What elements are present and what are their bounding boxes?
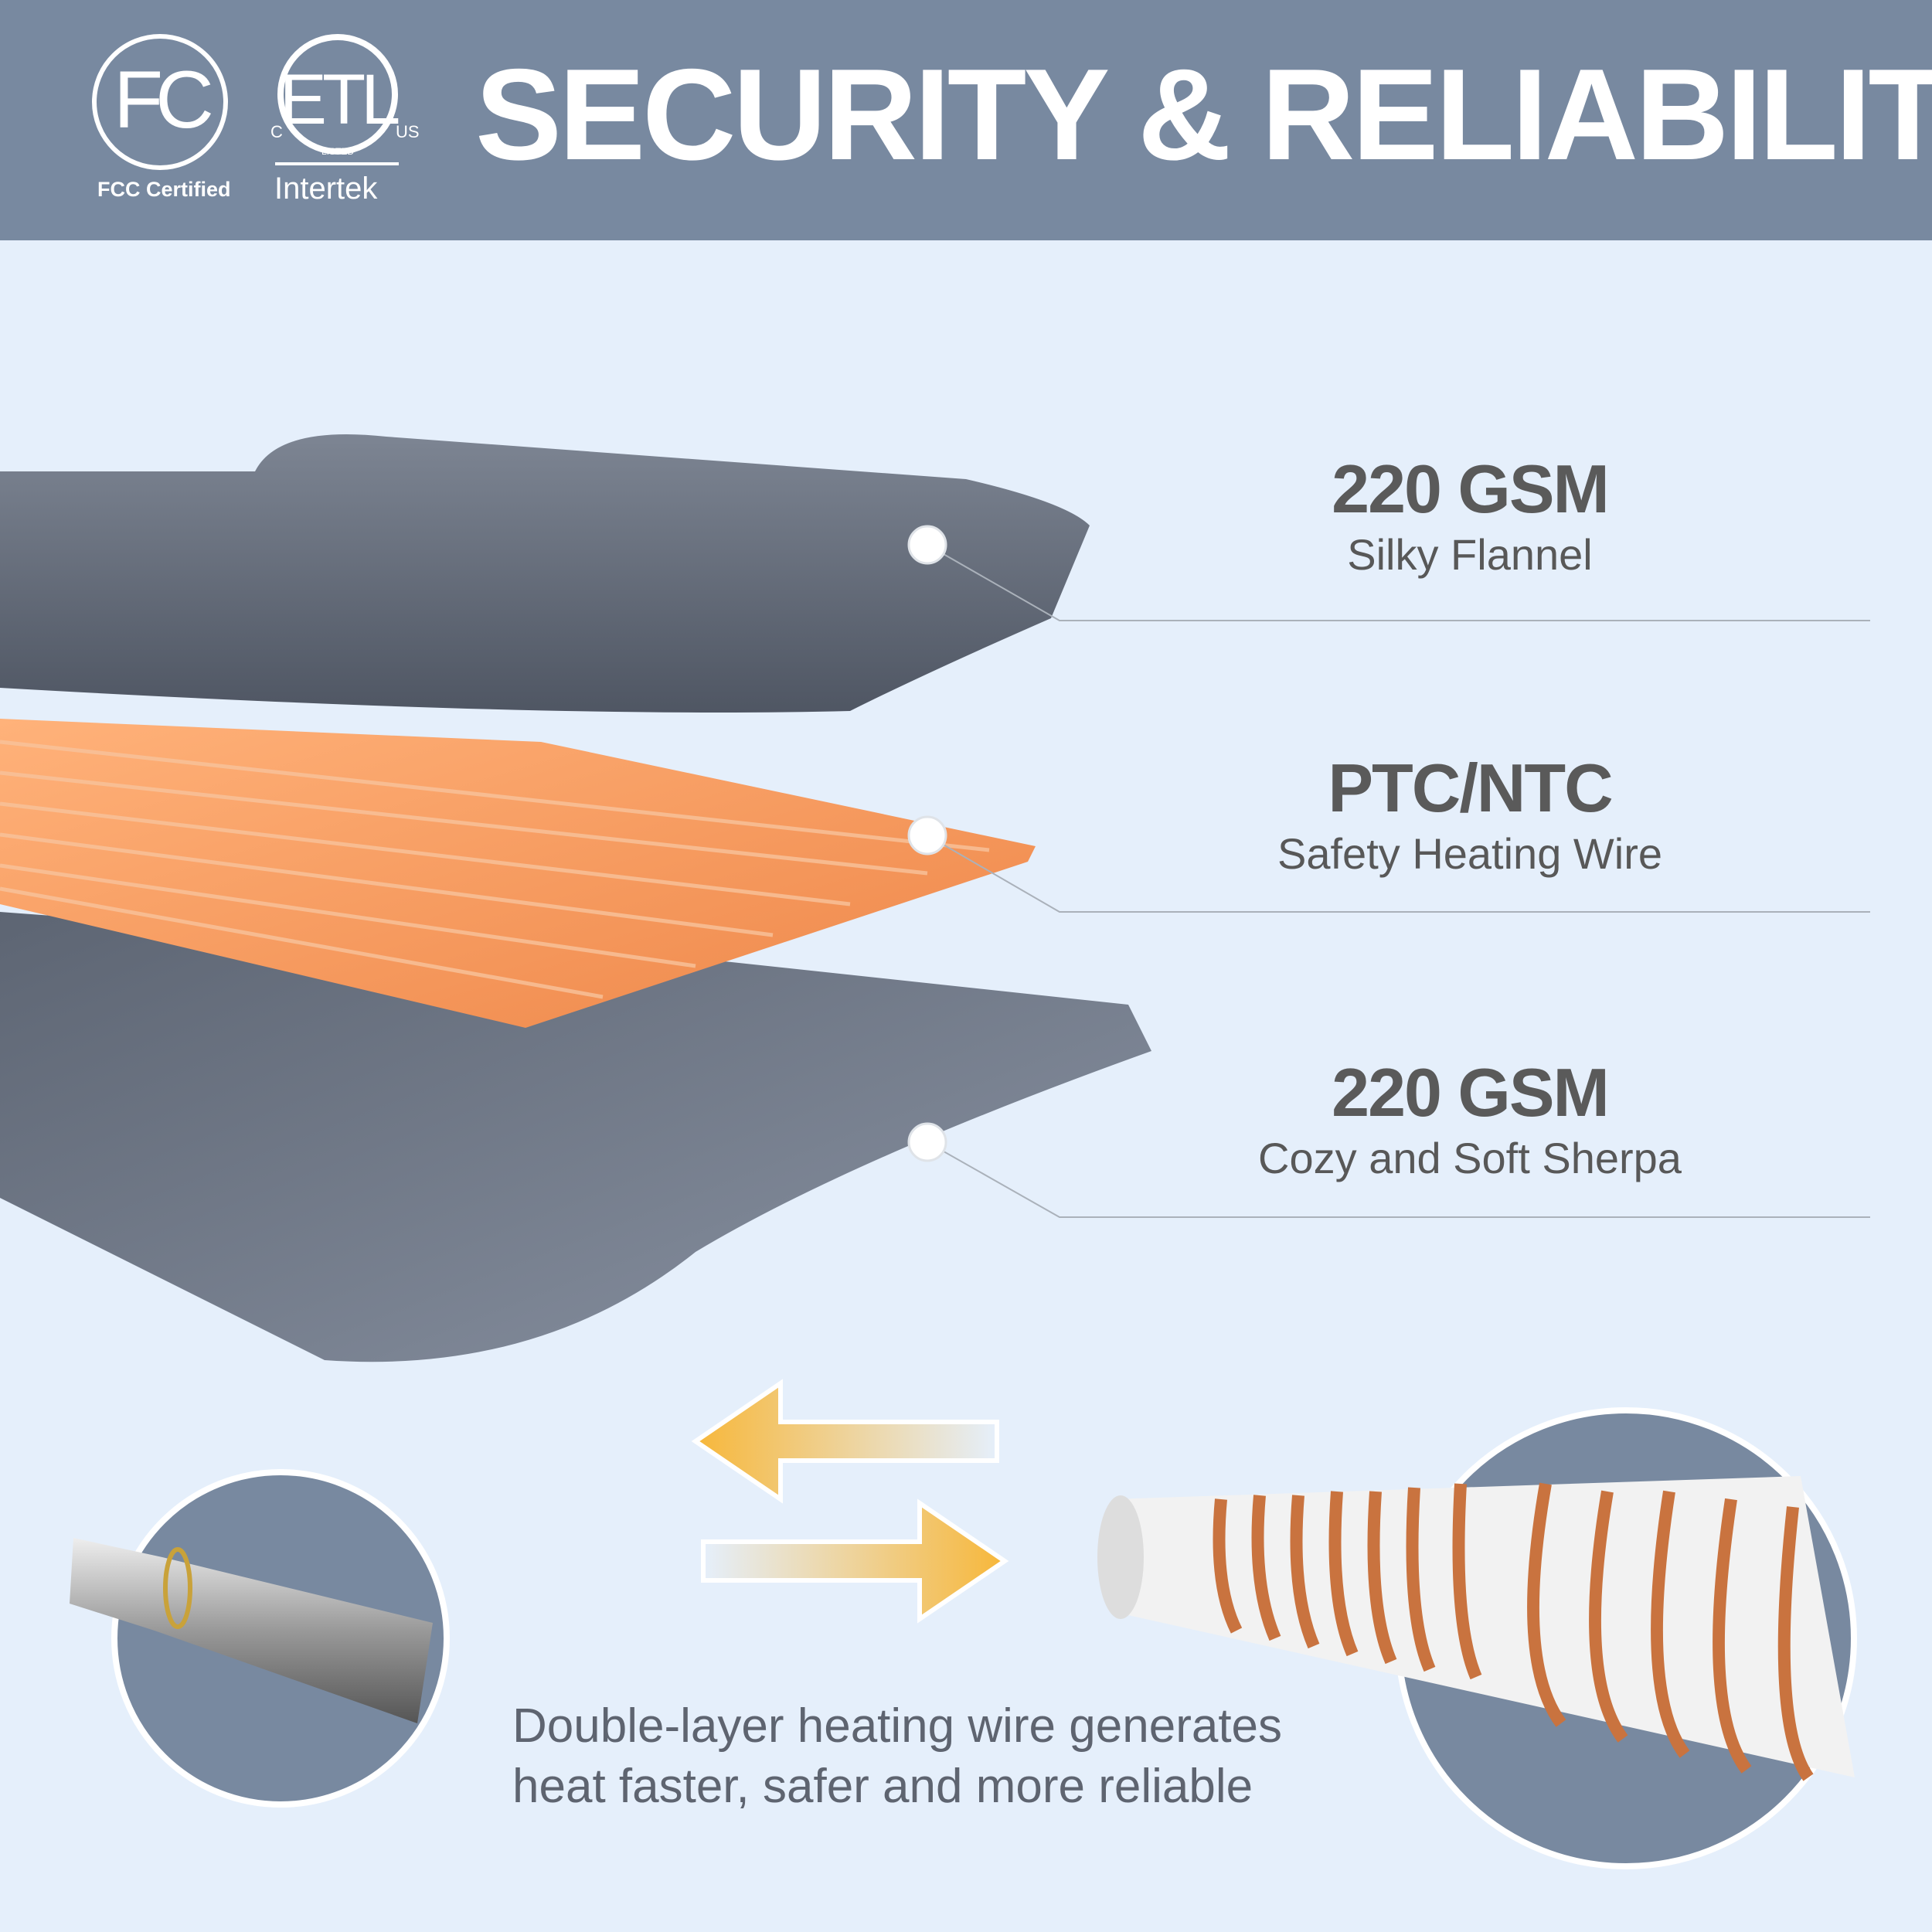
double-layer-wire-closeup <box>1097 1407 1857 1869</box>
flannel-layer <box>0 434 1090 713</box>
layer-name: Silky Flannel <box>1347 530 1593 579</box>
fcc-logo: FC <box>92 34 228 170</box>
svg-text:FC: FC <box>114 55 211 145</box>
svg-text:LISTED: LISTED <box>321 146 354 157</box>
fcc-caption: FCC Certified <box>97 178 231 201</box>
callout-dot <box>907 1122 947 1162</box>
sherpa-layer <box>0 912 1151 1362</box>
svg-text:ETL: ETL <box>280 60 400 139</box>
arrow-right-icon <box>701 1498 1009 1624</box>
layer-name: Cozy and Soft Sherpa <box>1258 1134 1682 1182</box>
callout-dot <box>907 815 947 855</box>
layer-label-heating-wire: PTC/NTC Safety Heating Wire <box>1083 750 1856 881</box>
layer-value: 220 GSM <box>1332 451 1610 527</box>
layer-value: 220 GSM <box>1332 1054 1610 1131</box>
single-layer-wire-closeup <box>70 1469 450 1808</box>
intertek-caption: Intertek <box>274 172 378 206</box>
callout-dot <box>907 525 947 565</box>
arrow-left-icon <box>691 1379 999 1504</box>
description-line-1: Double-layer heating wire generates <box>512 1699 1283 1753</box>
svg-text:US: US <box>396 122 420 141</box>
layer-label-flannel: 220 GSM Silky Flannel <box>1083 451 1856 582</box>
etl-logo: ETL C US LISTED <box>270 34 420 165</box>
heating-wire-panel <box>0 719 1036 1028</box>
header-banner: FC ETL C US LISTED FCC Certified Interte… <box>0 0 1932 240</box>
svg-text:C: C <box>270 122 283 141</box>
page-title: SECURITY & RELIABILITY <box>475 42 1932 187</box>
layer-name: Safety Heating Wire <box>1277 829 1662 878</box>
certification-logos: FC ETL C US LISTED <box>92 34 420 170</box>
layer-value: PTC/NTC <box>1328 750 1613 826</box>
description-line-2: heat faster, safer and more reliable <box>512 1760 1253 1813</box>
description-text: Double-layer heating wire generates heat… <box>512 1696 1282 1817</box>
layer-label-sherpa: 220 GSM Cozy and Soft Sherpa <box>1083 1054 1856 1185</box>
